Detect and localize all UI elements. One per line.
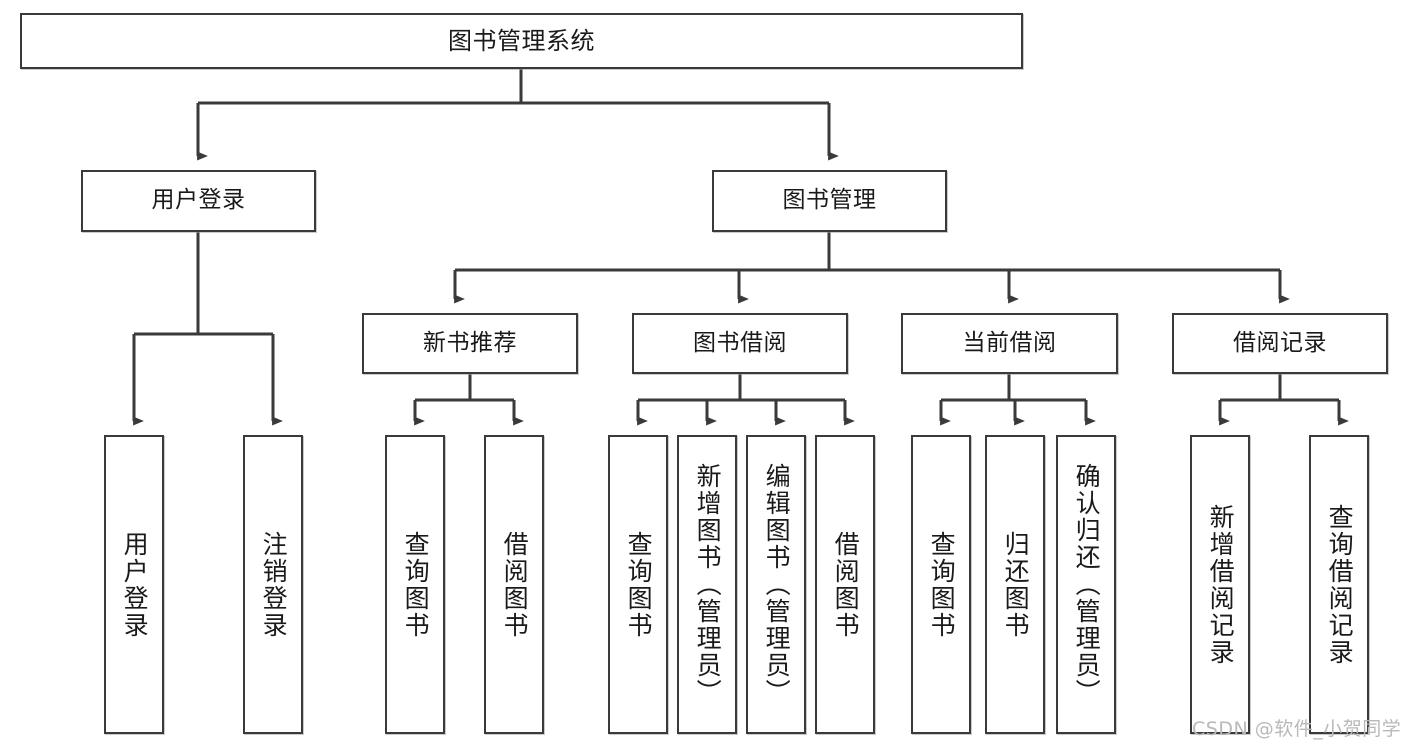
node-borrow-record-label: 借阅记录	[1233, 329, 1327, 356]
node-leaf-query-book-recommend[interactable]: 查询图书	[385, 435, 445, 734]
node-leaf-add-borrow-record-label: 新增借阅记录	[1206, 503, 1236, 666]
node-leaf-user-login-label: 用户登录	[120, 530, 150, 639]
node-book-borrow[interactable]: 图书借阅	[632, 313, 848, 374]
node-book-management[interactable]: 图书管理	[712, 170, 947, 232]
node-leaf-borrow-book-label: 借阅图书	[831, 530, 861, 639]
node-leaf-query-book-recommend-label: 查询图书	[401, 530, 431, 639]
node-new-book-recommend-label: 新书推荐	[423, 329, 517, 356]
node-leaf-confirm-return-label: 确认归还（管理员）	[1072, 463, 1102, 706]
node-current-borrow[interactable]: 当前借阅	[901, 313, 1118, 374]
node-leaf-query-book-borrow[interactable]: 查询图书	[608, 435, 668, 734]
node-leaf-query-borrow-record-label: 查询借阅记录	[1325, 503, 1355, 666]
node-book-management-label: 图书管理	[782, 187, 877, 214]
node-leaf-query-borrow-record[interactable]: 查询借阅记录	[1309, 435, 1369, 734]
node-root[interactable]: 图书管理系统	[20, 13, 1023, 69]
node-leaf-logout-login[interactable]: 注销登录	[243, 435, 303, 734]
node-leaf-user-login[interactable]: 用户登录	[104, 435, 164, 734]
node-leaf-add-book[interactable]: 新增图书（管理员）	[677, 435, 737, 734]
node-root-label: 图书管理系统	[448, 26, 595, 55]
node-leaf-return-book-label: 归还图书	[1001, 530, 1031, 639]
csdn-watermark: CSDN @软件_小贺同学	[1192, 718, 1402, 740]
node-borrow-record[interactable]: 借阅记录	[1172, 313, 1388, 374]
node-leaf-return-book[interactable]: 归还图书	[985, 435, 1045, 734]
node-current-borrow-label: 当前借阅	[962, 329, 1057, 356]
node-leaf-query-book-current-label: 查询图书	[927, 530, 957, 639]
node-leaf-borrow-book[interactable]: 借阅图书	[815, 435, 875, 734]
node-leaf-query-book-current[interactable]: 查询图书	[911, 435, 971, 734]
node-leaf-query-book-borrow-label: 查询图书	[624, 530, 654, 639]
node-leaf-borrow-book-recommend-label: 借阅图书	[500, 530, 530, 639]
node-user-login[interactable]: 用户登录	[81, 170, 316, 232]
node-user-login-label: 用户登录	[151, 187, 246, 214]
node-leaf-add-book-label: 新增图书（管理员）	[693, 463, 723, 706]
node-leaf-logout-login-label: 注销登录	[259, 530, 289, 639]
node-leaf-edit-book[interactable]: 编辑图书（管理员）	[746, 435, 806, 734]
node-leaf-add-borrow-record[interactable]: 新增借阅记录	[1190, 435, 1250, 734]
node-leaf-confirm-return[interactable]: 确认归还（管理员）	[1056, 435, 1116, 734]
node-book-borrow-label: 图书借阅	[693, 329, 787, 356]
node-new-book-recommend[interactable]: 新书推荐	[362, 313, 578, 374]
node-leaf-borrow-book-recommend[interactable]: 借阅图书	[484, 435, 544, 734]
node-leaf-edit-book-label: 编辑图书（管理员）	[762, 463, 792, 706]
